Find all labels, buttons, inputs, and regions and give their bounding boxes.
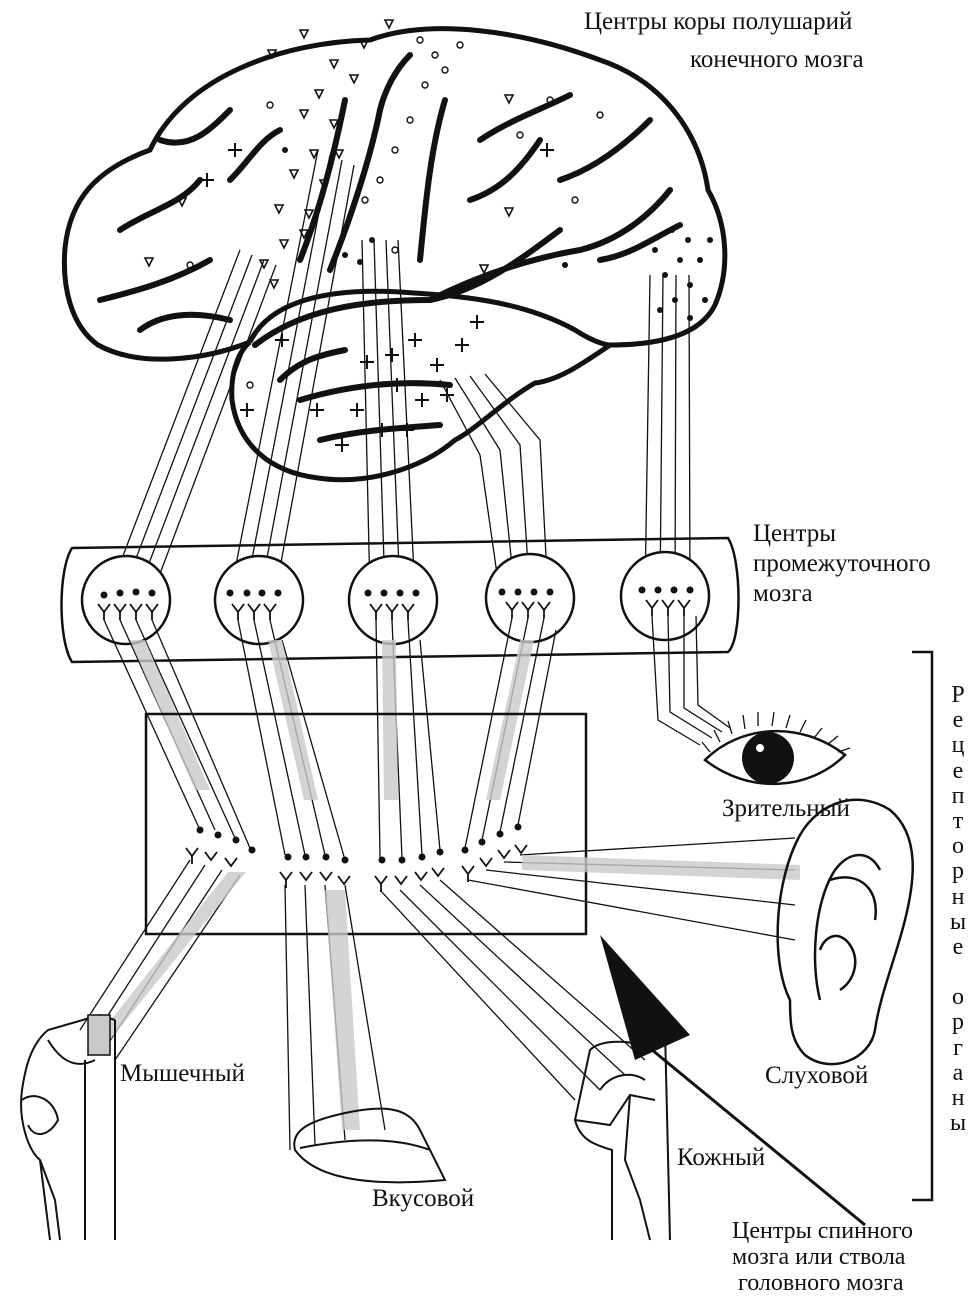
- eye-illustration: [702, 712, 850, 784]
- diencephalon-centers-label-line1: Центры: [753, 520, 836, 548]
- spinal-centers-label-line3: головного мозга: [738, 1270, 904, 1296]
- skin-receptor-label: Кожный: [677, 1144, 765, 1172]
- thalamic-nucleus-auditory: [486, 554, 574, 642]
- receptor-organs-letter: н: [946, 1086, 970, 1111]
- receptor-organs-letter: р: [946, 859, 970, 884]
- receptor-organs-letter: ц: [946, 733, 970, 758]
- receptor-organs-letter: Р: [946, 683, 970, 708]
- diencephalon-centers-label-line3: мозга: [753, 580, 813, 608]
- diencephalon-centers-label-line2: промежуточного: [753, 550, 931, 578]
- receptor-organs-letter: ы: [946, 910, 970, 935]
- receptor-organs-letter: н: [946, 885, 970, 910]
- taste-receptor-label: Вкусовой: [372, 1185, 474, 1213]
- spinal-centers-label-line1: Центры спинного: [732, 1218, 913, 1244]
- receptor-organs-bracket: [912, 652, 932, 1200]
- brain-illustration: [64, 20, 724, 480]
- muscle-receptor-label: Мышечный: [120, 1060, 245, 1088]
- ear-illustration: [778, 800, 913, 1064]
- receptor-organs-letter: е: [946, 759, 970, 784]
- receptor-organs-letter: т: [946, 809, 970, 834]
- receptor-organs-letter: ы: [946, 1111, 970, 1136]
- receptor-organs-letter: [946, 960, 970, 985]
- receptor-organs-letter: е: [946, 708, 970, 733]
- receptor-afferent-pathways: [80, 838, 795, 1150]
- diencephalon-centers: [62, 538, 739, 662]
- spinal-centers-label-line2: мозга или ствола: [732, 1244, 905, 1270]
- cortex-centers-label-line1: Центры коры полушарий: [584, 8, 852, 36]
- receptor-organs-letter: о: [946, 985, 970, 1010]
- skin-illustration: [575, 1030, 670, 1240]
- receptor-organs-letter: е: [946, 935, 970, 960]
- thalamic-nucleus-taste: [215, 556, 303, 644]
- receptor-organs-letter: п: [946, 784, 970, 809]
- cortex-centers-label-line2: конечного мозга: [690, 46, 864, 74]
- tongue-illustration: [294, 1109, 445, 1183]
- auditory-receptor-label: Слуховой: [765, 1062, 868, 1090]
- receptor-organs-letter: о: [946, 834, 970, 859]
- receptor-organs-letter: а: [946, 1061, 970, 1086]
- receptor-organs-letter: г: [946, 1036, 970, 1061]
- muscle-illustration: [21, 1015, 115, 1240]
- visual-receptor-label: Зрительный: [722, 795, 850, 823]
- receptor-organs-letter: р: [946, 1010, 970, 1035]
